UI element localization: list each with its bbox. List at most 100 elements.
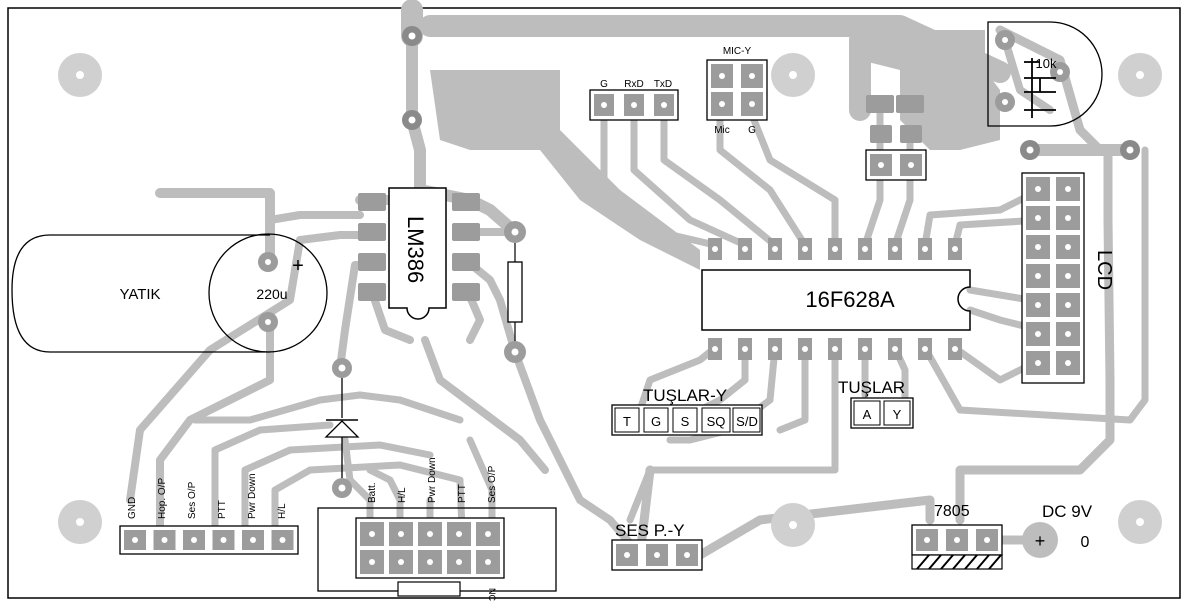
mic-header-mic-label: Mic: [714, 125, 730, 136]
lcd-pin-pad-hole: [1035, 360, 1041, 366]
tuslar-y-title: TUŞLAR-Y: [643, 386, 727, 405]
mid-header-nc-label: NC: [487, 588, 497, 601]
tuslar-y-header: TUŞLAR-Y T G S SQ S/D: [611, 386, 763, 436]
left-header-pin-1: GND: [127, 497, 138, 519]
mic-header-title: MIC-Y: [723, 46, 752, 57]
lcd-pin-pad-hole: [1065, 186, 1071, 192]
lcd-pin-pad-hole: [1035, 302, 1041, 308]
tuslar-pin-y: Y: [893, 407, 902, 422]
lcd-pin-pad-hole: [1065, 273, 1071, 279]
mcu-pin-pad-hole: [772, 346, 778, 352]
lcd-pin-pad-hole: [1065, 215, 1071, 221]
serial-pin-rxd: RxD: [624, 79, 643, 90]
mcu-pin-pad-hole: [832, 246, 838, 252]
mcu-pin-pad-hole: [772, 246, 778, 252]
mid-header-pad-hole: [456, 531, 462, 537]
mic-header-g-label: G: [748, 125, 756, 136]
mid-header-pad-hole: [398, 559, 404, 565]
tuslar-y-pin-t: T: [623, 414, 631, 429]
lm386-ic: LM386: [358, 187, 480, 320]
tuslar-y-pin-sd: S/D: [736, 414, 758, 429]
trimmer-10k: 10k: [987, 21, 1103, 127]
mcu-pin-pad-hole: [892, 346, 898, 352]
mcu-pin-pad-hole: [892, 246, 898, 252]
ses-p-header: SES P.-Y: [611, 521, 703, 571]
mid-header-pad-hole: [456, 559, 462, 565]
tuslar-y-pin-g: G: [651, 414, 661, 429]
lcd-label: LCD: [1093, 250, 1115, 290]
left-header-pin-2: Hop. O/P: [157, 478, 168, 519]
left-header-pin-3: Ses O/P: [187, 481, 198, 519]
lcd-pin-pad-hole: [1035, 331, 1041, 337]
mcu-pin-pad-hole: [802, 346, 808, 352]
left-header-pin-6: H/L: [277, 503, 288, 519]
tuslar-title: TUŞLAR: [838, 378, 905, 397]
mcu-16f628a: 16F628A: [701, 238, 971, 360]
mid-header-pin-4: PTT: [457, 484, 468, 503]
lcd-pin-pad-hole: [1065, 244, 1071, 250]
two-pin-jumper: [865, 95, 927, 181]
lcd-pin-pad-hole: [1065, 331, 1071, 337]
lcd-header: LCD: [1021, 172, 1115, 384]
mcu-pin-pad-hole: [952, 246, 958, 252]
serial-pin-txd: TxD: [654, 79, 672, 90]
mid-header-pad-hole: [485, 531, 491, 537]
left-header-pad-hole: [161, 537, 168, 543]
mic-header: MIC-Y Mic G: [706, 46, 768, 136]
trimmer-value: 10k: [1036, 56, 1057, 71]
mid-header-pin-2: H/L: [397, 487, 408, 503]
left-header-pad-hole: [279, 537, 286, 543]
left-header-pad-hole: [250, 537, 256, 543]
mcu-pin-pad-hole: [712, 246, 718, 252]
lcd-pin-pad-hole: [1035, 186, 1041, 192]
dc-plus: +: [1035, 531, 1046, 551]
mid-header-pad-hole: [427, 559, 433, 565]
mcu-pin-pad-hole: [742, 246, 748, 252]
mid-header-pin-5: Ses O/P: [487, 465, 498, 503]
mid-header-pin-1: Batt.: [367, 482, 378, 503]
mcu-pin-pad-hole: [922, 246, 928, 252]
capacitor-polarity: +: [292, 255, 304, 277]
mcu-pin-pad-hole: [952, 346, 958, 352]
resistor: [504, 221, 526, 363]
mcu-pin-pad-hole: [922, 346, 928, 352]
mid-header: Batt. H/L Pwr Down PTT Ses O/P NC: [317, 457, 557, 601]
left-header: GND Hop. O/P Ses O/P PTT Pwr Down H/L: [119, 473, 299, 555]
dc-zero: 0: [1081, 534, 1090, 551]
capacitor-220u: YATIK 220u +: [11, 233, 328, 353]
jumper-pads: [402, 26, 1140, 160]
tuslar-y-pin-s: S: [681, 414, 690, 429]
left-header-pad-hole: [220, 537, 227, 543]
lcd-pin-pad-hole: [1035, 273, 1041, 279]
mid-header-pad-hole: [369, 531, 375, 537]
lcd-pin-pad-hole: [1035, 244, 1041, 250]
capacitor-name: YATIK: [119, 286, 160, 303]
lm386-label: LM386: [403, 216, 428, 283]
mcu-pin-pad-hole: [832, 346, 838, 352]
mid-header-pin-3: Pwr Down: [427, 457, 438, 503]
capacitor-value: 220u: [256, 286, 287, 302]
regulator-7805: 7805: [911, 503, 1003, 570]
mid-header-pad-hole: [369, 559, 375, 565]
dc-label: DC 9V: [1042, 502, 1093, 521]
regulator-label: 7805: [934, 503, 970, 520]
lcd-pin-pad-hole: [1035, 215, 1041, 221]
serial-header: G RxD TxD: [589, 79, 679, 121]
mid-header-pad-hole: [398, 531, 404, 537]
lcd-pin-pad-hole: [1065, 302, 1071, 308]
mcu-pin-pad-hole: [862, 246, 868, 252]
lcd-pin-pad-hole: [1065, 360, 1071, 366]
tuslar-pin-a: A: [863, 407, 872, 422]
ses-p-title: SES P.-Y: [615, 521, 685, 540]
mcu-pin-pad-hole: [862, 346, 868, 352]
tuslar-y-pin-sq: SQ: [707, 414, 726, 429]
mcu-pin-pad-hole: [802, 246, 808, 252]
mid-header-pad-hole: [485, 559, 491, 565]
mid-header-pad-hole: [427, 531, 433, 537]
serial-pin-g: G: [600, 79, 608, 90]
diode: [324, 358, 360, 498]
left-header-pad-hole: [132, 537, 138, 543]
mounting-holes: [58, 53, 1162, 547]
mcu-pin-pad-hole: [742, 346, 748, 352]
